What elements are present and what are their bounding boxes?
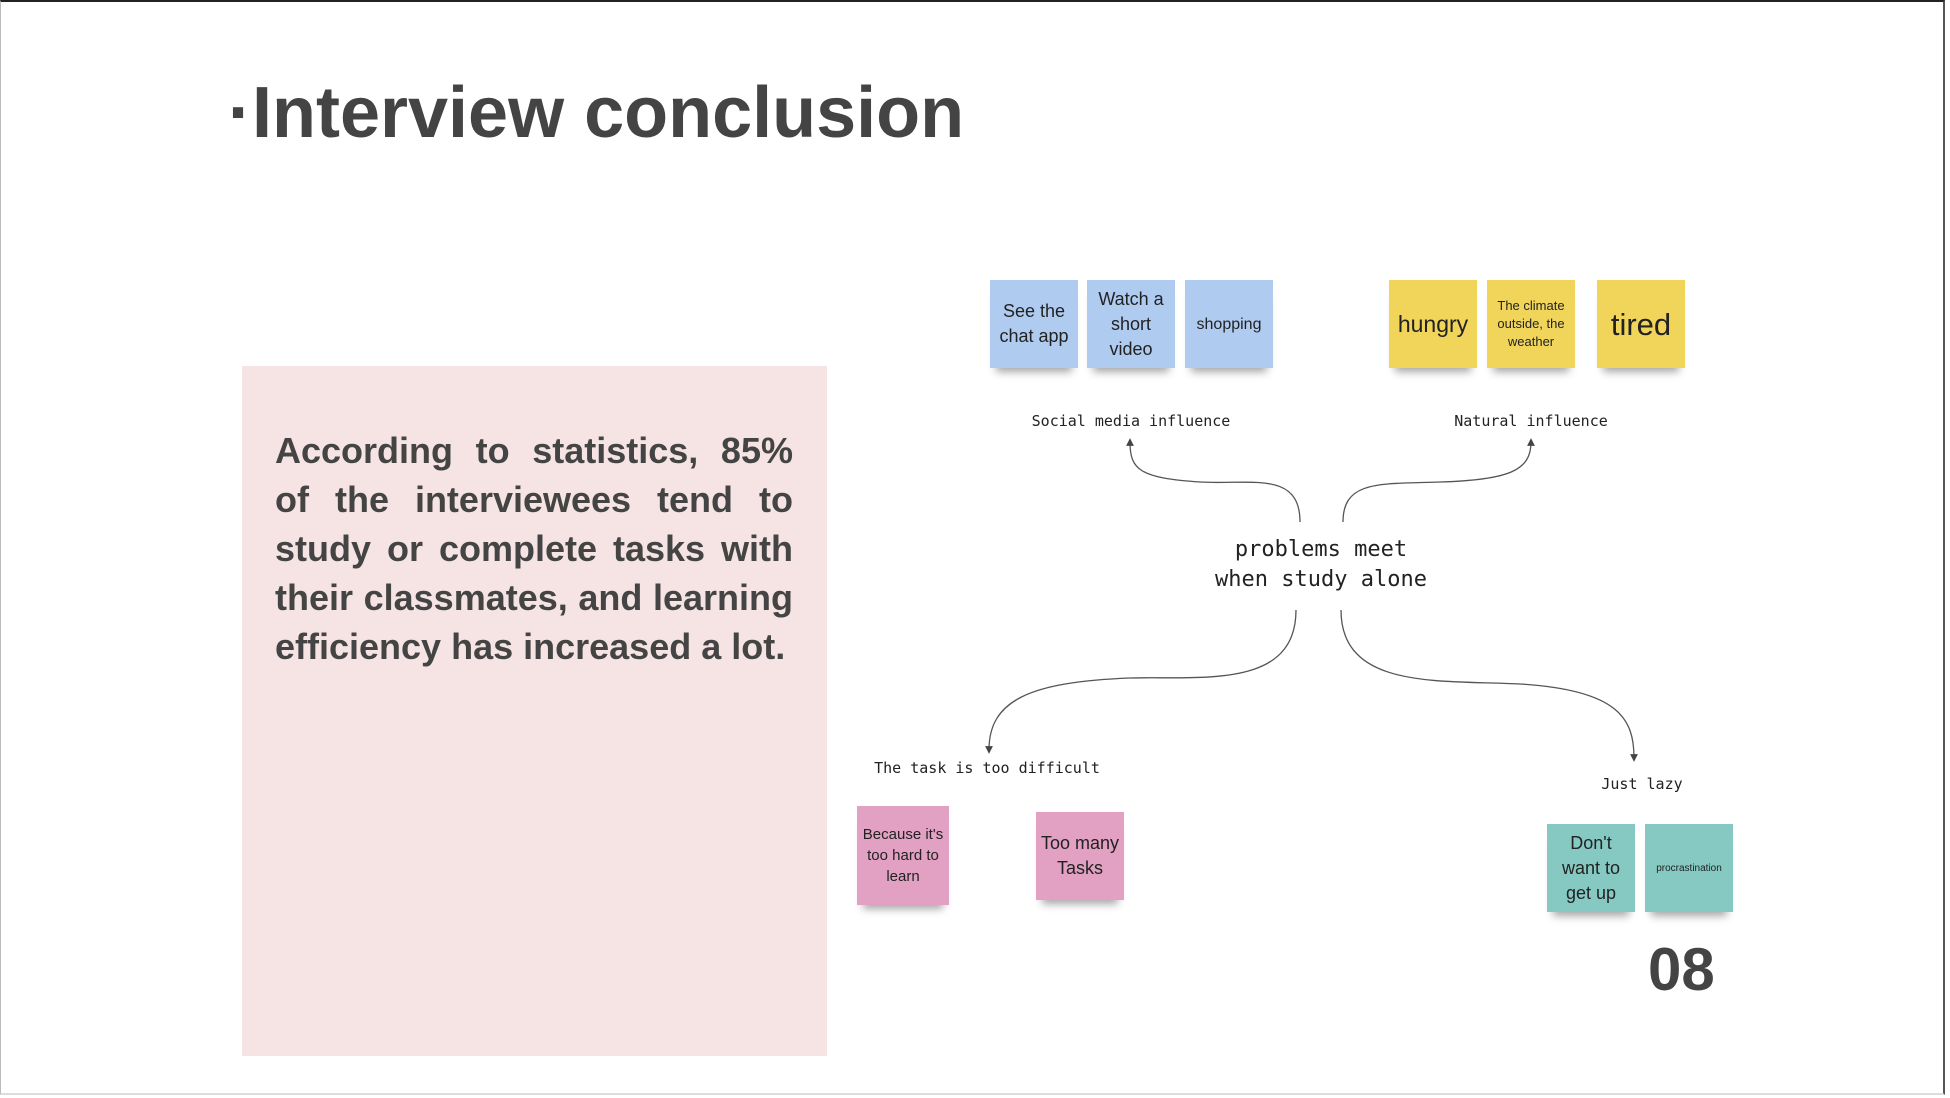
label-lazy: Just lazy [1601, 775, 1683, 793]
sticky-note[interactable]: tired [1597, 280, 1685, 368]
summary-panel: According to statistics, 85% of the inte… [242, 366, 827, 1056]
label-social-media: Social media influence [1031, 412, 1231, 430]
label-difficult: The task is too difficult [874, 759, 1100, 777]
slide-title: ·Interview conclusion [228, 73, 965, 153]
sticky-note[interactable]: Because it's too hard to learn [857, 806, 949, 905]
sticky-note[interactable]: hungry [1389, 280, 1477, 368]
central-line-1: problems meet [1234, 537, 1408, 562]
arrow-to-natural [1342, 438, 1535, 523]
label-natural: Natural influence [1454, 412, 1608, 430]
central-line-2: when study alone [1215, 567, 1427, 592]
summary-text: According to statistics, 85% of the inte… [275, 430, 793, 667]
sticky-note[interactable]: Don't want to get up [1547, 824, 1635, 912]
arrow-to-social [1126, 438, 1301, 523]
sticky-note[interactable]: Watch a short video [1087, 280, 1175, 368]
arrow-to-lazy [1340, 609, 1638, 762]
sticky-note[interactable]: See the chat app [990, 280, 1078, 368]
sticky-note[interactable]: Too many Tasks [1036, 812, 1124, 900]
sticky-note[interactable]: shopping [1185, 280, 1273, 368]
arrow-to-difficult [985, 609, 1297, 754]
sticky-note[interactable]: procrastination [1645, 824, 1733, 912]
central-problem: problems meet when study alone [1215, 535, 1427, 595]
sticky-note[interactable]: The climate outside, the weather [1487, 280, 1575, 368]
page-number: 08 [1648, 936, 1715, 1003]
